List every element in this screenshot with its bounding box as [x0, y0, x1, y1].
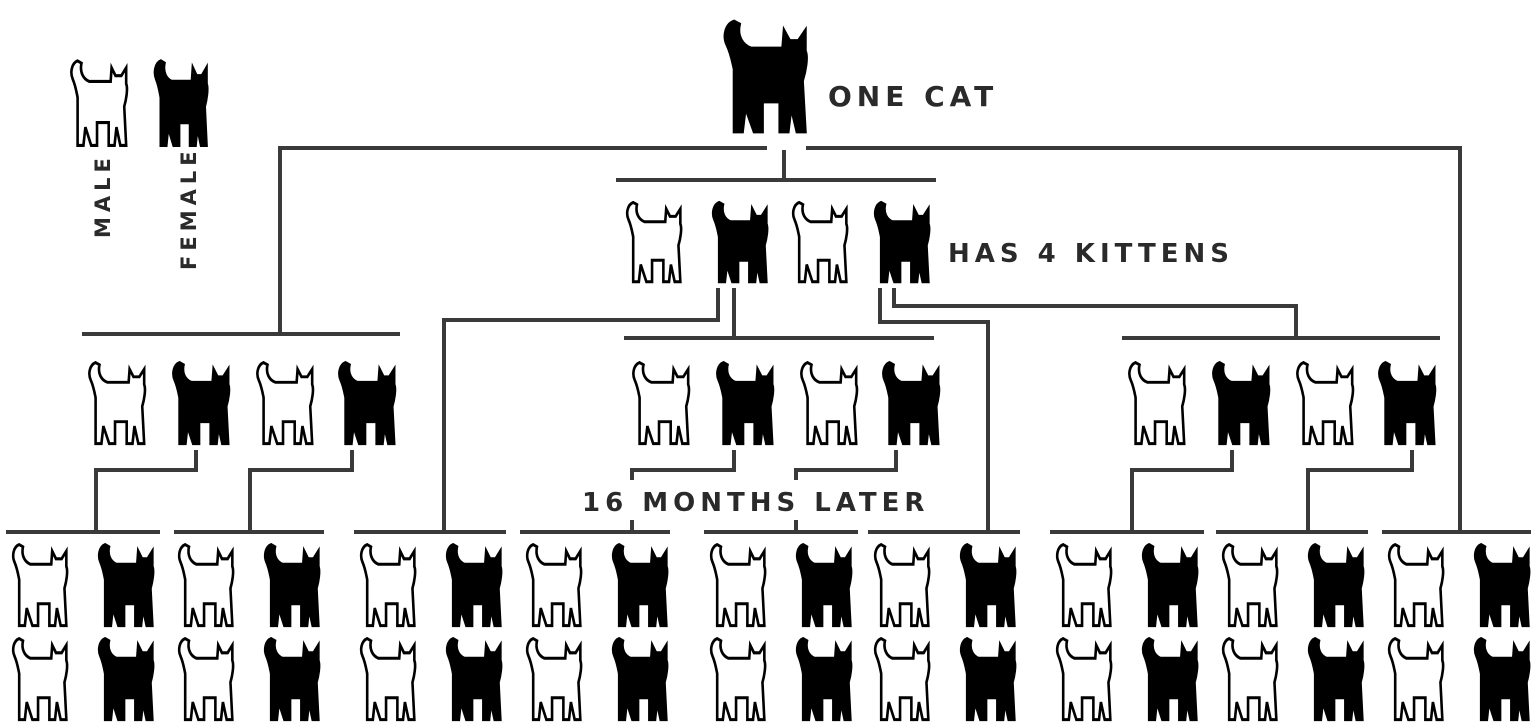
kitten-cat-icon	[791, 200, 849, 284]
kitten-cat-icon	[711, 200, 769, 284]
kitten-cat-icon	[625, 200, 683, 284]
grandkitten-cat-icon	[445, 637, 503, 722]
grandkitten-cat-icon	[795, 543, 853, 628]
grandkitten-cat-icon	[1307, 543, 1365, 628]
grandkitten-cat-icon	[873, 543, 931, 628]
grandkitten-cat-icon	[1387, 637, 1445, 722]
legend-female-label: FEMALE	[177, 146, 201, 270]
grandkitten-cat-icon	[97, 637, 155, 722]
grandkitten-cat-icon	[1055, 637, 1113, 722]
grandkitten-cat-icon	[1387, 543, 1445, 628]
litter-cat-icon	[799, 361, 859, 446]
grandkitten-cat-icon	[1221, 543, 1279, 628]
grandkitten-cat-icon	[709, 637, 767, 722]
connector-line	[442, 288, 720, 534]
litter-cat-icon	[881, 361, 941, 446]
connector-line	[878, 288, 990, 534]
grandkitten-cat-icon	[611, 637, 669, 722]
grandkitten-cat-icon	[359, 637, 417, 722]
grandkitten-cat-icon	[177, 543, 235, 628]
grandkitten-cat-icon	[1055, 543, 1113, 628]
litter-cat-icon	[255, 361, 315, 446]
litter-cat-icon	[1377, 361, 1437, 446]
grandkitten-cat-icon	[263, 637, 321, 722]
grandkitten-cat-icon	[1307, 637, 1365, 722]
cat-icons	[11, 19, 1531, 722]
grandkitten-cat-icon	[873, 637, 931, 722]
connector-line	[1306, 450, 1414, 532]
one-cat-label: ONE CAT	[828, 80, 998, 113]
connector-line	[892, 288, 1298, 340]
connector-line	[1130, 450, 1234, 532]
connector-line	[248, 450, 354, 532]
connector-line	[278, 146, 767, 336]
grandkitten-cat-icon	[1141, 637, 1199, 722]
grandkitten-cat-icon	[445, 543, 503, 628]
original-cat-icon	[723, 19, 808, 134]
kitten-cat-icon	[873, 200, 931, 284]
connector-lines	[6, 146, 1531, 534]
has-kittens-label: HAS 4 KITTENS	[948, 239, 1234, 269]
grandkitten-cat-icon	[1473, 543, 1531, 628]
grandkitten-cat-icon	[11, 637, 69, 722]
grandkitten-cat-icon	[263, 543, 321, 628]
litter-cat-icon	[715, 361, 775, 446]
grandkitten-cat-icon	[1221, 637, 1279, 722]
connector-line	[806, 146, 1462, 534]
grandkitten-cat-icon	[959, 637, 1017, 722]
litter-cat-icon	[631, 361, 691, 446]
grandkitten-cat-icon	[525, 637, 583, 722]
grandkitten-cat-icon	[525, 543, 583, 628]
litter-cat-icon	[87, 361, 147, 446]
litter-cat-icon	[337, 361, 397, 446]
legend-female-cat-icon	[153, 59, 209, 148]
litter-cat-icon	[1127, 361, 1187, 446]
legend-male-label: MALE	[91, 153, 115, 238]
litter-cat-icon	[1211, 361, 1271, 446]
grandkitten-cat-icon	[359, 543, 417, 628]
litter-cat-icon	[171, 361, 231, 446]
sixteen-months-later-label: 16 MONTHS LATER	[582, 488, 929, 518]
grandkitten-cat-icon	[1473, 637, 1531, 722]
grandkitten-cat-icon	[11, 543, 69, 628]
grandkitten-cat-icon	[611, 543, 669, 628]
grandkitten-cat-icon	[959, 543, 1017, 628]
connector-line	[94, 450, 198, 532]
litter-cat-icon	[1295, 361, 1355, 446]
grandkitten-cat-icon	[795, 637, 853, 722]
later-label-backdrop	[578, 480, 924, 520]
grandkitten-cat-icon	[709, 543, 767, 628]
grandkitten-cat-icon	[97, 543, 155, 628]
grandkitten-cat-icon	[177, 637, 235, 722]
legend-male-cat-icon	[69, 59, 129, 147]
grandkitten-cat-icon	[1141, 543, 1199, 628]
